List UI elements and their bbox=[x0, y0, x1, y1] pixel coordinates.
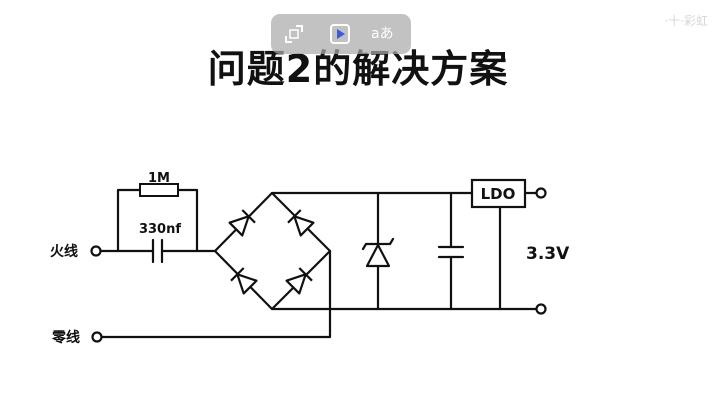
output-voltage-label: 3.3V bbox=[526, 244, 570, 264]
video-toolbar: aあ bbox=[271, 14, 411, 54]
wire-r-right bbox=[176, 188, 199, 253]
wire-r-left bbox=[116, 188, 142, 253]
ldo-regulator bbox=[470, 178, 527, 209]
capacitor-plates bbox=[151, 238, 164, 264]
bridge-diode-2 bbox=[287, 209, 315, 237]
bridge-diode-1 bbox=[228, 209, 256, 237]
live-label: 火线 bbox=[50, 243, 78, 260]
bridge-diode-3 bbox=[230, 267, 258, 295]
resistor-1m bbox=[139, 183, 179, 197]
terminal-neutral bbox=[91, 331, 103, 343]
zener-diode bbox=[365, 243, 391, 268]
terminal-output-ground bbox=[535, 303, 547, 315]
translate-icon[interactable]: aあ bbox=[371, 26, 394, 42]
terminal-live bbox=[90, 245, 102, 257]
ldo-label: LDO bbox=[481, 185, 516, 203]
resistor-label: 1M bbox=[148, 171, 170, 186]
capacitor-label: 330nf bbox=[139, 222, 181, 237]
neutral-label: 零线 bbox=[51, 329, 80, 346]
zener-cathode bbox=[361, 237, 395, 251]
bridge-rectifier bbox=[213, 191, 332, 311]
filter-cap-plates bbox=[437, 245, 465, 259]
slide-title: 问题2的解决方案 bbox=[207, 47, 509, 91]
bridge-diode-4 bbox=[285, 267, 313, 295]
play-icon[interactable] bbox=[329, 23, 351, 45]
watermark: ·十·彩虹 bbox=[664, 14, 708, 28]
wire-neutral bbox=[100, 249, 332, 339]
exit-fullscreen-icon[interactable] bbox=[283, 23, 305, 45]
terminal-output-positive bbox=[535, 187, 547, 199]
